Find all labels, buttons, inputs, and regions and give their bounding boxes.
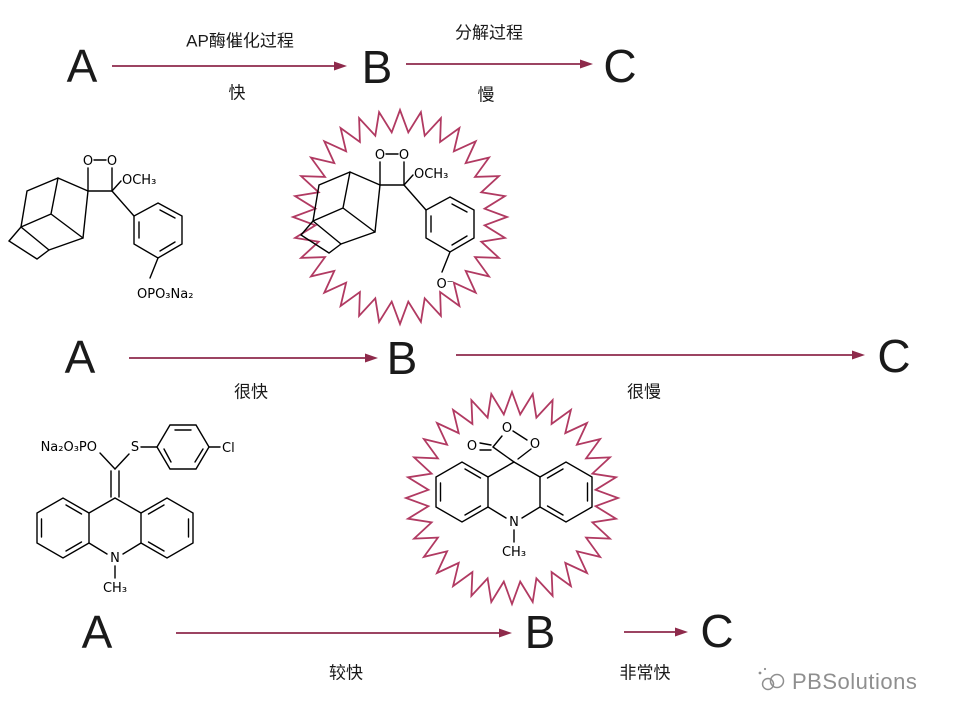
dioxetanone-peroxide-bond bbox=[512, 430, 528, 441]
chlorophenyl-double-bonds bbox=[163, 429, 204, 463]
methyl-label: CH₃ bbox=[103, 581, 127, 596]
excited-dioxetane-structure: O O OCH₃ O⁻ bbox=[299, 148, 475, 292]
species-c-row3: C bbox=[700, 605, 734, 657]
species-b-row3: B bbox=[524, 606, 556, 658]
rate-label-very-slow: 很慢 bbox=[627, 382, 661, 402]
reaction-arrow-5 bbox=[176, 628, 512, 638]
nitrogen-label: N bbox=[110, 551, 120, 566]
carbonyl-double-bond bbox=[479, 442, 492, 451]
right-benzo-double-bonds bbox=[147, 504, 190, 552]
phenyl-bond bbox=[403, 184, 427, 211]
chlorophenyl-ring bbox=[156, 424, 210, 470]
phenyl-bond bbox=[111, 190, 135, 217]
reaction-arrow-6 bbox=[624, 627, 688, 637]
species-a-row1: A bbox=[66, 40, 98, 92]
sulfur-label: S bbox=[131, 440, 139, 455]
dioxetanone-bond-1 bbox=[492, 446, 515, 463]
rate-label-extremely-fast: 非常快 bbox=[619, 663, 671, 683]
arrow-head bbox=[675, 627, 688, 637]
adamantane-flap bbox=[7, 226, 50, 260]
dioxetanone-o-top: O bbox=[502, 421, 512, 436]
dioxetane-ring bbox=[87, 167, 113, 192]
methyl-label: CH₃ bbox=[502, 545, 526, 560]
rate-label-slow: 慢 bbox=[477, 85, 495, 105]
species-b-row2: B bbox=[386, 332, 418, 384]
arrow-head bbox=[580, 59, 593, 69]
rate-label-fast: 快 bbox=[228, 83, 246, 103]
rate-label-fairly-fast: 较快 bbox=[329, 663, 363, 683]
dioxetane-ring bbox=[379, 161, 405, 186]
methoxy-label: OCH₃ bbox=[122, 173, 156, 188]
left-benzo-double-bonds bbox=[40, 504, 83, 552]
right-benzo-double-bonds bbox=[546, 468, 589, 516]
methoxy-bond bbox=[111, 180, 122, 192]
exocyclic-double-bond bbox=[110, 470, 120, 498]
step-label-decomposition: 分解过程 bbox=[455, 23, 523, 43]
acridinium-phosphate-structure: N CH₃ Na₂O₃PO S Cl bbox=[36, 424, 235, 596]
arrow-head bbox=[852, 350, 865, 360]
adamantane-flap bbox=[299, 220, 342, 254]
left-benzo-double-bonds bbox=[439, 468, 482, 516]
starburst-excited-acridone bbox=[403, 389, 621, 607]
sulfur-bond bbox=[114, 453, 130, 470]
phenolate-oxygen-bond bbox=[441, 251, 451, 273]
excited-acridone-structure: N CH₃ O O O bbox=[435, 421, 593, 560]
species-a-row2: A bbox=[64, 331, 96, 383]
logo-sparkle-2 bbox=[763, 667, 767, 671]
arrow-head bbox=[365, 353, 378, 363]
phenolate-label: O⁻ bbox=[436, 277, 453, 292]
adamantane-cage bbox=[20, 177, 89, 251]
adamantane-bridges bbox=[312, 171, 376, 233]
adamantane-bridges bbox=[20, 177, 84, 239]
phosphate-bond bbox=[99, 452, 116, 470]
benzene-ring bbox=[133, 202, 183, 259]
phosphate-label: Na₂O₃PO bbox=[41, 440, 97, 455]
atom-o-left: O bbox=[375, 148, 385, 163]
phosphate-label: OPO₃Na₂ bbox=[137, 287, 193, 302]
central-ring bbox=[487, 461, 541, 519]
chloro-label: Cl bbox=[222, 441, 235, 456]
dioxetane-phosphate-structure: O O OCH₃ OPO₃Na₂ bbox=[7, 154, 193, 302]
carbonyl-o-label: O bbox=[467, 439, 477, 454]
arrow-head bbox=[499, 628, 512, 638]
step-label-ap-enzyme: AP酶催化过程 bbox=[186, 31, 294, 51]
right-benzo-ring bbox=[140, 497, 194, 559]
reaction-arrow-2 bbox=[406, 59, 593, 69]
dioxetanone-bond-3 bbox=[517, 448, 532, 460]
reaction-arrow-1 bbox=[112, 61, 347, 71]
starburst-excited-dioxetane bbox=[290, 107, 510, 327]
logo-sparkle-1 bbox=[758, 671, 762, 675]
phenol-oxygen-bond bbox=[149, 257, 159, 279]
reaction-arrow-3 bbox=[129, 353, 378, 363]
logo-circle-1 bbox=[761, 677, 775, 691]
atom-o-left: O bbox=[83, 154, 93, 169]
pbsolutions-logo-icon bbox=[758, 667, 785, 691]
arrow-head bbox=[334, 61, 347, 71]
central-ring bbox=[88, 497, 142, 555]
right-benzo-ring bbox=[539, 461, 593, 523]
species-c-row1: C bbox=[603, 40, 637, 92]
methoxy-bond bbox=[403, 174, 414, 186]
atom-o-right: O bbox=[107, 154, 117, 169]
watermark-text: PBSolutions bbox=[792, 669, 918, 694]
left-benzo-ring bbox=[435, 461, 489, 523]
dioxetanone-o-right: O bbox=[530, 437, 540, 452]
benzene-double-bonds bbox=[138, 209, 176, 252]
nitrogen-label: N bbox=[509, 515, 519, 530]
dioxetanone-bond-2 bbox=[492, 435, 503, 448]
reaction-arrow-4 bbox=[456, 350, 865, 360]
species-c-row2: C bbox=[877, 330, 911, 382]
atom-o-right: O bbox=[399, 148, 409, 163]
left-benzo-ring bbox=[36, 497, 90, 559]
species-a-row3: A bbox=[81, 606, 113, 658]
rate-label-very-fast: 很快 bbox=[234, 382, 268, 402]
methoxy-label: OCH₃ bbox=[414, 167, 448, 182]
species-b-row1: B bbox=[361, 41, 393, 93]
benzene-double-bonds bbox=[430, 203, 468, 246]
logo-circle-2 bbox=[769, 673, 785, 689]
